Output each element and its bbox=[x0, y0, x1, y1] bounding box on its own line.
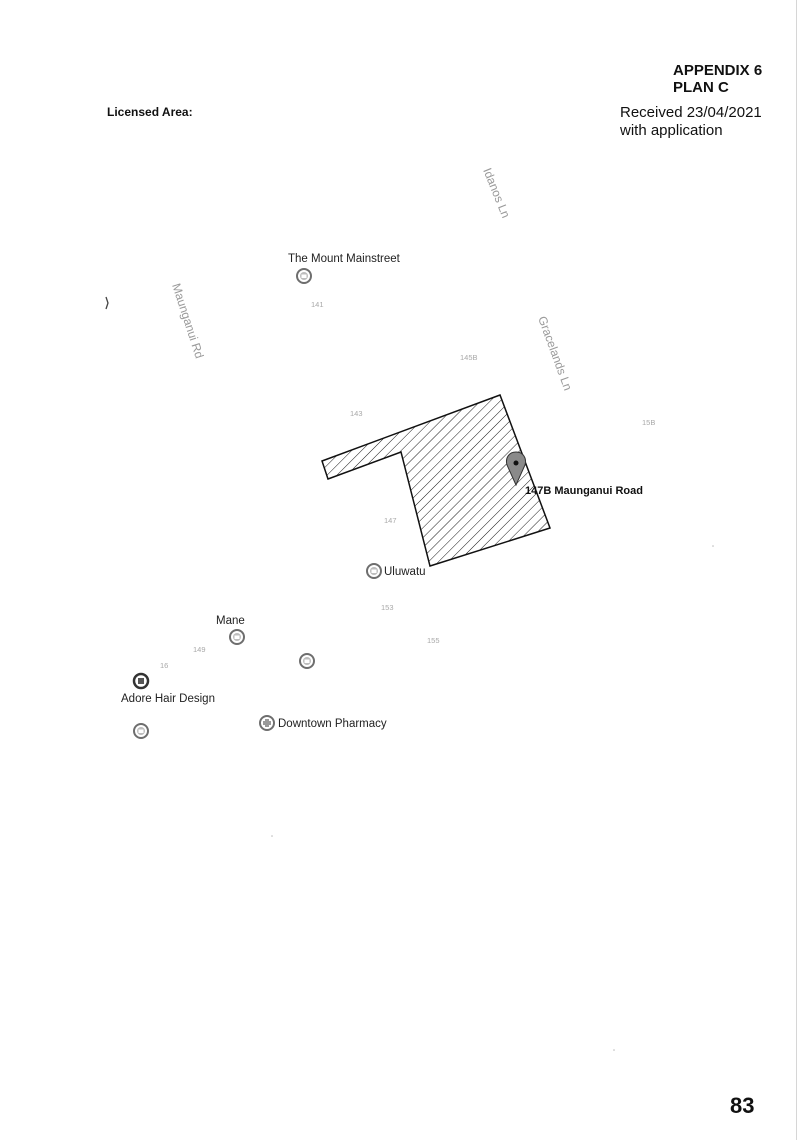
poi-label-uluwatu: Uluwatu bbox=[384, 566, 426, 578]
street-top-lane: Idanos Ln bbox=[480, 166, 513, 220]
number-147: 147 bbox=[384, 516, 397, 525]
shop-icon bbox=[229, 629, 245, 645]
scan-edge-line bbox=[796, 0, 797, 1140]
number-145b: 145B bbox=[460, 353, 478, 362]
number-141: 141 bbox=[311, 300, 324, 309]
scan-speck bbox=[712, 545, 714, 547]
poi-label-mainstreet: The Mount Mainstreet bbox=[288, 253, 401, 265]
scan-mark bbox=[105, 296, 109, 310]
received-note: Received 23/04/2021 with application bbox=[620, 104, 762, 140]
page-number: 83 bbox=[730, 1093, 755, 1118]
shop-icon bbox=[132, 672, 150, 690]
number-153: 153 bbox=[381, 603, 394, 612]
street-gracelands-ln: Gracelands Ln bbox=[535, 314, 575, 392]
poi-label-pharmacy: Downtown Pharmacy bbox=[278, 718, 387, 730]
poi-label-adore: Adore Hair Design bbox=[121, 693, 215, 705]
number-16: 16 bbox=[160, 661, 168, 670]
scan-speck bbox=[271, 835, 273, 837]
shop-icon bbox=[133, 723, 149, 739]
number-143: 143 bbox=[350, 409, 363, 418]
appendix-label: APPENDIX 6 bbox=[673, 62, 763, 79]
shop-icon bbox=[296, 268, 312, 284]
address-label: 147B Maunganui Road bbox=[525, 485, 643, 497]
shop-icon bbox=[366, 563, 382, 579]
licensed-area-label: Licensed Area: bbox=[107, 105, 193, 119]
number-149: 149 bbox=[193, 645, 206, 654]
licensed-area-polygon bbox=[321, 394, 551, 567]
shop-icon bbox=[299, 653, 315, 669]
scan-speck bbox=[613, 1049, 615, 1051]
street-maunganui-rd: Maunganui Rd bbox=[169, 282, 206, 361]
map-pin-icon bbox=[506, 451, 526, 487]
number-15b: 15B bbox=[642, 418, 655, 427]
poi-label-mane: Mane bbox=[216, 615, 245, 627]
received-date: Received 23/04/2021 bbox=[620, 104, 762, 121]
number-155: 155 bbox=[427, 636, 440, 645]
appendix-heading: APPENDIX 6 PLAN C bbox=[673, 62, 762, 96]
plan-label: PLAN C bbox=[673, 79, 729, 96]
received-with-application: with application bbox=[620, 122, 723, 139]
health-icon bbox=[259, 715, 275, 731]
